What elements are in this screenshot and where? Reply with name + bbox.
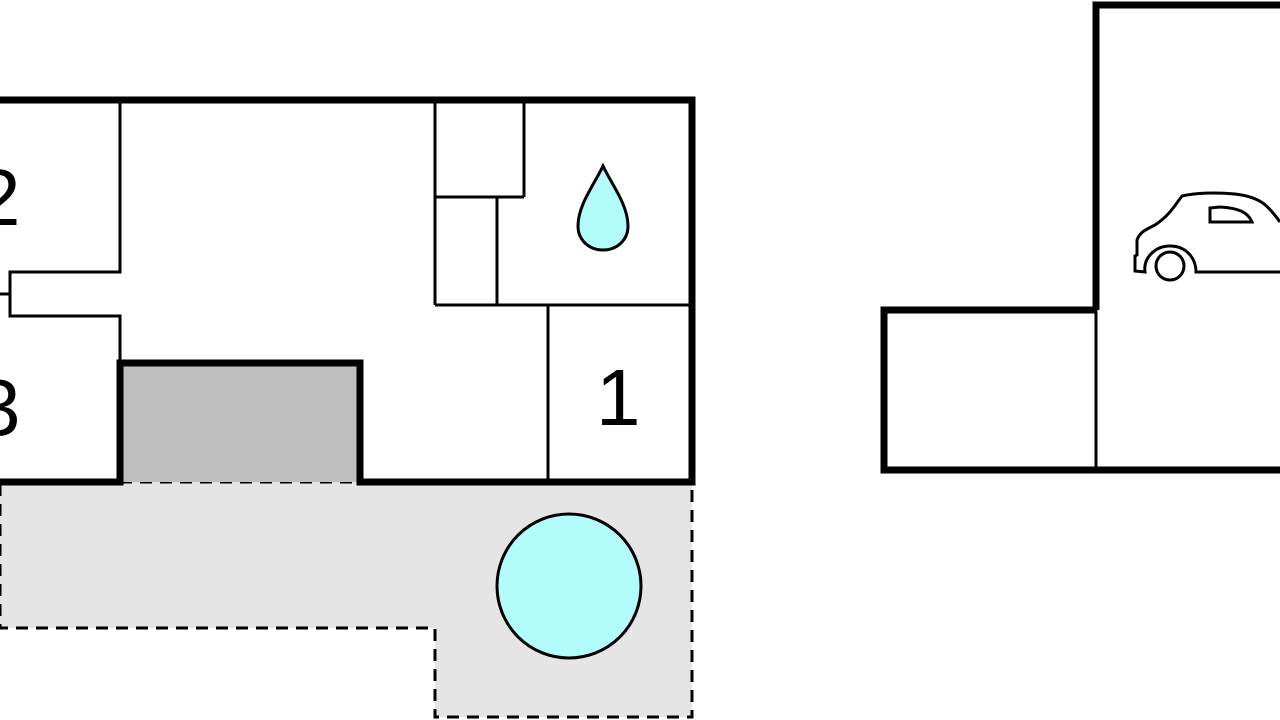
covered-area (120, 363, 360, 482)
house-outer-walls (0, 96, 696, 486)
room-3-label: 3 (0, 368, 21, 448)
pool (495, 512, 643, 660)
garage-walls (880, 1, 1280, 474)
house-inner-walls (0, 100, 690, 482)
water-drop-icon (576, 162, 630, 252)
room-2-label: 2 (0, 158, 21, 238)
car-icon (1133, 191, 1280, 282)
room-1-label: 1 (596, 353, 641, 442)
